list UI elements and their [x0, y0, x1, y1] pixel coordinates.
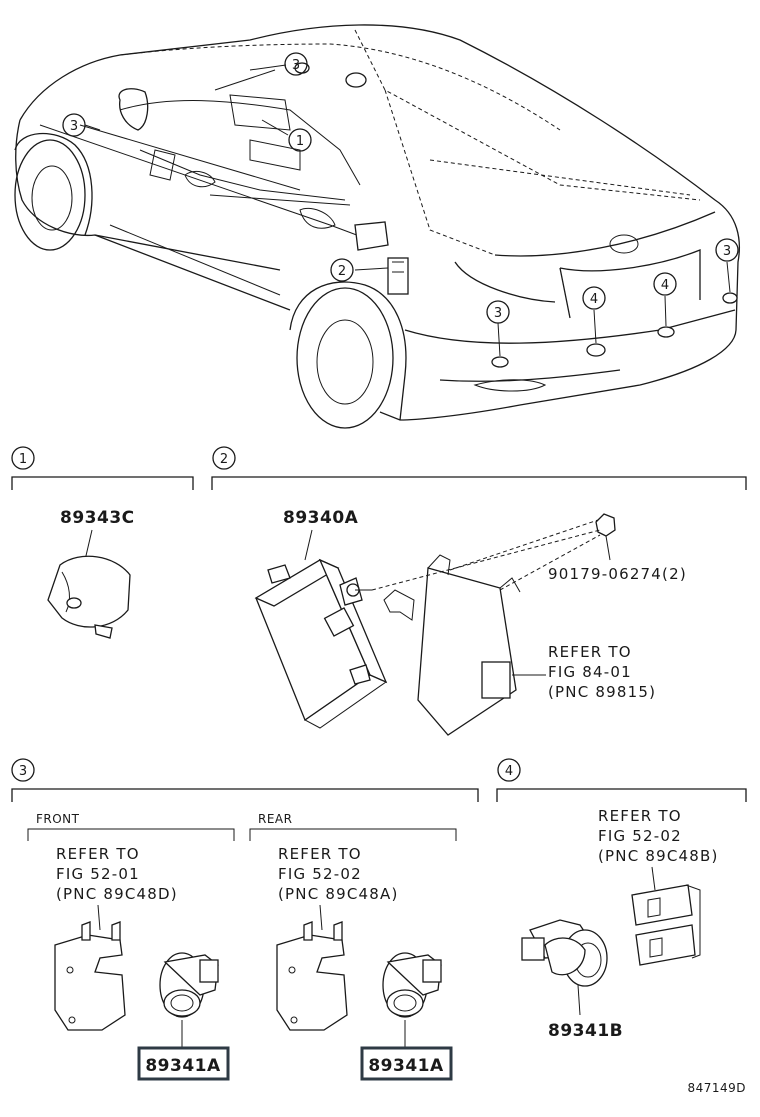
car-illustration: [14, 24, 741, 429]
rear-bracket: [249, 828, 457, 841]
svg-text:2: 2: [338, 264, 346, 279]
part-number-89343C: 89343C: [60, 508, 135, 528]
callout-2-label: 2: [220, 452, 228, 467]
bolt-number-label: 90179-06274(2): [548, 565, 687, 583]
front-part-box: [137, 1046, 230, 1081]
callout-2-section: [212, 446, 236, 470]
bolt-90179-drawing: [595, 513, 616, 537]
sensor-89343C-drawing: [47, 555, 131, 639]
refer-84-line2: FIG 84-01: [548, 663, 632, 681]
refer-84-line1: REFER TO: [548, 643, 632, 661]
callout-1-car: 1: [288, 128, 312, 152]
front-bracket: [27, 828, 235, 841]
svg-text:3: 3: [723, 244, 731, 259]
callout-3-car-rear-left: 3: [486, 300, 510, 324]
ecu-89340A-drawing: [254, 558, 388, 729]
rear-sensor-holder-drawing: [276, 921, 348, 1031]
retainer-drawing: [631, 884, 701, 966]
section-4-bracket: [496, 788, 747, 802]
callout-3-label: 3: [19, 764, 27, 779]
section-2: 2 89340A 90179-06274: [211, 446, 747, 736]
part-number-89341A-rear: 89341A: [368, 1056, 444, 1076]
section-1: 1 89343C: [11, 446, 194, 639]
callout-4-car-right: 4: [653, 272, 677, 296]
figure-code: 847149D: [687, 1081, 746, 1095]
front-refer-line3: (PNC 89C48D): [56, 885, 178, 903]
refer-52-02-line1: REFER TO: [598, 807, 682, 825]
svg-text:4: 4: [590, 292, 598, 307]
front-sensor-holder-drawing: [54, 921, 126, 1031]
section-3-bracket: [11, 788, 479, 802]
refer-52-02-line2: FIG 52-02: [598, 827, 682, 845]
refer-84-line3: (PNC 89815): [548, 683, 656, 701]
section-4: 4 REFER TO FIG 52-02 (PNC 89C48B) 89341B: [496, 758, 747, 1041]
front-refer-line1: REFER TO: [56, 845, 140, 863]
svg-text:1: 1: [296, 134, 304, 149]
rear-part-box: [360, 1046, 453, 1081]
callout-4-car-left: 4: [582, 286, 606, 310]
front-sensor-drawing: [159, 952, 219, 1018]
section-3: 3 FRONT REFER TO FIG 52-01 (PNC 89C48D) …: [11, 758, 479, 1081]
callout-1-label: 1: [19, 452, 27, 467]
refer-52-02-line3: (PNC 89C48B): [598, 847, 719, 865]
section-1-bracket: [11, 476, 194, 490]
part-number-89341A-front: 89341A: [145, 1056, 221, 1076]
rear-refer-line2: FIG 52-02: [278, 865, 362, 883]
callout-4-label: 4: [505, 764, 513, 779]
svg-text:3: 3: [292, 58, 300, 73]
callout-4-section: [497, 758, 521, 782]
svg-text:3: 3: [494, 306, 502, 321]
svg-text:4: 4: [661, 278, 669, 293]
callout-3-car-front-left: 3: [62, 113, 86, 137]
front-refer-line2: FIG 52-01: [56, 865, 140, 883]
rear-sensor-drawing: [382, 952, 442, 1018]
rear-refer-line3: (PNC 89C48A): [278, 885, 399, 903]
bracket-drawing: [383, 554, 521, 736]
part-number-89341B: 89341B: [548, 1021, 623, 1041]
callout-3-car-top: 3: [284, 52, 308, 76]
callout-2-car: 2: [330, 258, 354, 282]
svg-text:3: 3: [70, 119, 78, 134]
front-label: FRONT: [36, 812, 80, 826]
callout-3-car-rear-right: 3: [715, 238, 739, 262]
section-2-bracket: [211, 476, 747, 490]
rear-refer-line1: REFER TO: [278, 845, 362, 863]
sensor-89341B-drawing: [521, 919, 608, 987]
part-number-89340A: 89340A: [283, 508, 359, 528]
rear-label: REAR: [258, 812, 292, 826]
callout-1-section: [11, 446, 35, 470]
callout-3-section: [11, 758, 35, 782]
